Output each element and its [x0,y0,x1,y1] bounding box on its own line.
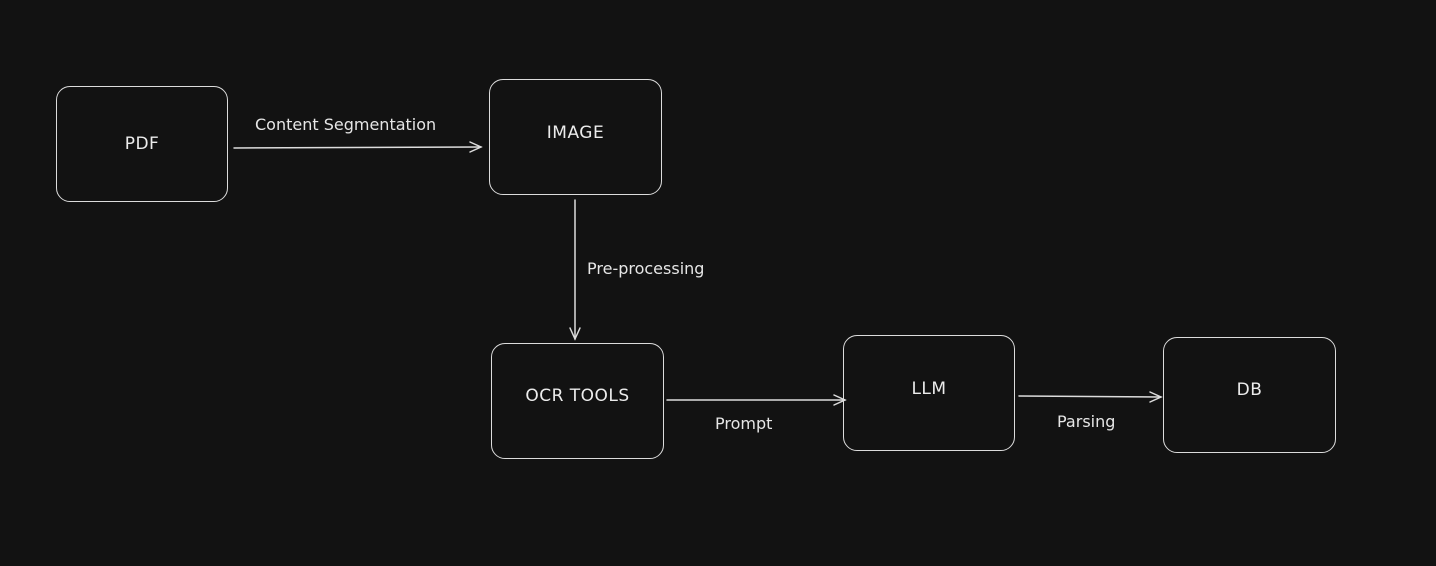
edge-label-parsing: Parsing [1057,412,1116,431]
node-ocr-tools[interactable]: OCR TOOLS [491,343,664,459]
edge-label-pre-processing: Pre-processing [587,259,705,278]
node-llm[interactable]: LLM [843,335,1015,451]
edge-label-prompt: Prompt [715,414,773,433]
arrow-pdf-to-image [233,141,483,153]
arrow-llm-to-db [1018,391,1163,403]
node-image-label: IMAGE [546,123,605,143]
node-pdf[interactable]: PDF [56,86,228,202]
edge-label-content-segmentation: Content Segmentation [255,115,437,134]
arrow-image-to-ocr [569,199,581,341]
node-image[interactable]: IMAGE [489,79,662,195]
node-ocr-tools-label: OCR TOOLS [525,386,630,406]
node-db[interactable]: DB [1163,337,1336,453]
node-llm-label: LLM [911,379,947,399]
node-db-label: DB [1236,380,1263,400]
arrow-ocr-to-llm [666,394,847,406]
node-pdf-label: PDF [124,134,160,154]
